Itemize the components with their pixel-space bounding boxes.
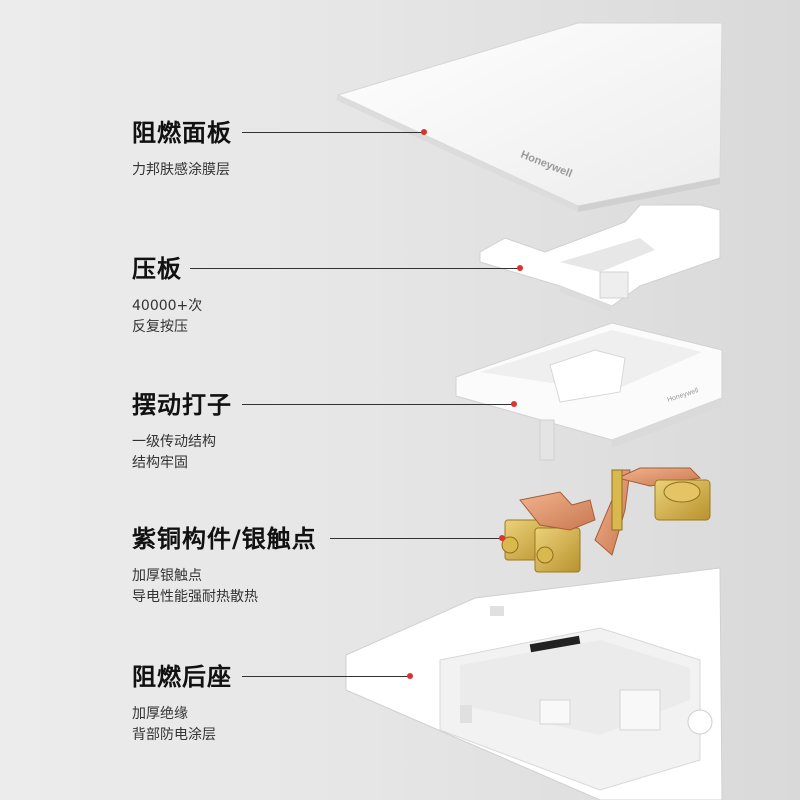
callout-description: 力邦肤感涂膜层 (132, 160, 232, 181)
callout-line: 反复按压 (132, 319, 188, 335)
callout-line: 一级传动结构 (132, 434, 216, 450)
callout-description: 一级传动结构 结构牢固 (132, 432, 232, 474)
leader-line (242, 404, 514, 405)
marker-dot (517, 265, 523, 271)
callout-title: 紫铜构件/银触点 (132, 525, 317, 553)
leader-line (242, 132, 424, 133)
callout-title: 压板 (132, 255, 182, 283)
callout-panel: 阻燃面板 力邦肤感涂膜层 (132, 118, 232, 181)
copper-contacts (501, 467, 711, 573)
marker-dot (499, 535, 505, 541)
callout-description: 40000+次 反复按压 (132, 296, 202, 338)
callout-line: 导电性能强耐热散热 (132, 589, 258, 605)
marker-dot (421, 129, 427, 135)
callout-base: 阻燃后座 加厚绝缘 背部防电涂层 (132, 662, 232, 746)
callout-description: 加厚银触点 导电性能强耐热散热 (132, 566, 317, 608)
marker-dot (407, 673, 413, 679)
callout-pressing-plate: 压板 40000+次 反复按压 (132, 254, 202, 338)
flame-retardant-panel: Honeywell (336, 22, 723, 212)
leader-line (330, 538, 502, 539)
rocker-mechanism: Honeywell (455, 322, 723, 461)
pressing-plate (479, 204, 721, 312)
callout-title: 阻燃面板 (132, 119, 232, 147)
callout-line: 加厚银触点 (132, 568, 202, 584)
flame-retardant-base (345, 567, 723, 800)
callout-line: 结构牢固 (132, 455, 188, 471)
callout-line: 背部防电涂层 (132, 727, 216, 743)
callout-copper-contacts: 紫铜构件/银触点 加厚银触点 导电性能强耐热散热 (132, 524, 317, 608)
leader-line (190, 268, 520, 269)
callout-line: 加厚绝缘 (132, 706, 188, 722)
callout-rocker: 摆动打子 一级传动结构 结构牢固 (132, 390, 232, 474)
leader-line (242, 676, 410, 677)
callout-line: 40000+次 (132, 298, 203, 314)
marker-dot (511, 401, 517, 407)
callout-line: 力邦肤感涂膜层 (132, 162, 230, 178)
callout-title: 阻燃后座 (132, 663, 232, 691)
callout-title: 摆动打子 (132, 391, 232, 419)
callout-description: 加厚绝缘 背部防电涂层 (132, 704, 232, 746)
